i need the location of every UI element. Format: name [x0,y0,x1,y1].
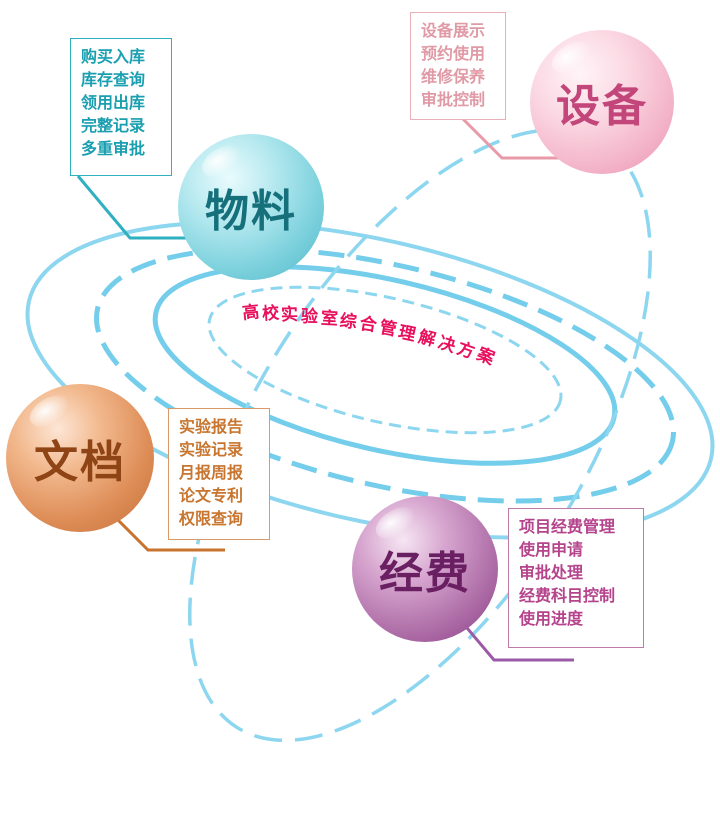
documents-label: 文档 [34,437,126,488]
materials-label: 物料 [205,186,297,237]
feature-item: 经费科目控制 [519,586,616,605]
innermost-dashed-orbit [207,285,563,435]
documents-sphere: 文档 [6,384,154,532]
feature-item: 维修保养 [421,67,486,86]
title-character: 室 [319,308,339,330]
title-character: 综 [339,310,359,333]
middle-dashed-orbit [93,246,677,504]
title-character: 实 [281,305,299,326]
feature-item: 使用申请 [519,540,584,559]
materials-feature-box: 购买入库 库存查询 领用出库 完整记录 多重审批 [70,38,172,176]
feature-item: 使用进度 [519,609,584,628]
feature-item: 多重审批 [81,139,146,158]
feature-item: 完整记录 [81,116,146,135]
title-character: 合 [358,313,378,337]
feature-item: 项目经费管理 [519,517,616,536]
equipment-label: 设备 [556,81,648,132]
funding-label: 经费 [379,548,471,599]
title-character: 校 [261,303,280,325]
feature-item: 设备展示 [421,21,486,40]
feature-item: 月报周报 [179,463,244,482]
feature-item: 实验报告 [179,417,244,436]
materials-sphere: 物料 [178,134,324,280]
feature-item: 领用出库 [81,93,146,112]
feature-item: 审批处理 [519,563,584,582]
documents-feature-box: 实验报告 实验记录 月报周报 论文专利 权限查询 [168,408,270,540]
outer-orbit [25,220,715,540]
feature-item: 审批控制 [421,90,486,109]
feature-item: 论文专利 [179,486,244,505]
feature-item: 预约使用 [421,44,486,63]
feature-item: 权限查询 [179,509,244,528]
funding-feature-box: 项目经费管理 使用申请 审批处理 经费科目控制 使用进度 [508,508,644,648]
equipment-feature-box: 设备展示 预约使用 维修保养 审批控制 [410,12,506,120]
title-character: 验 [300,306,319,328]
feature-item: 实验记录 [179,440,244,459]
funding-sphere: 经费 [352,496,498,642]
feature-item: 库存查询 [81,70,146,89]
feature-item: 购买入库 [81,47,146,66]
equipment-sphere: 设备 [530,30,674,174]
title-character: 高 [241,302,261,324]
